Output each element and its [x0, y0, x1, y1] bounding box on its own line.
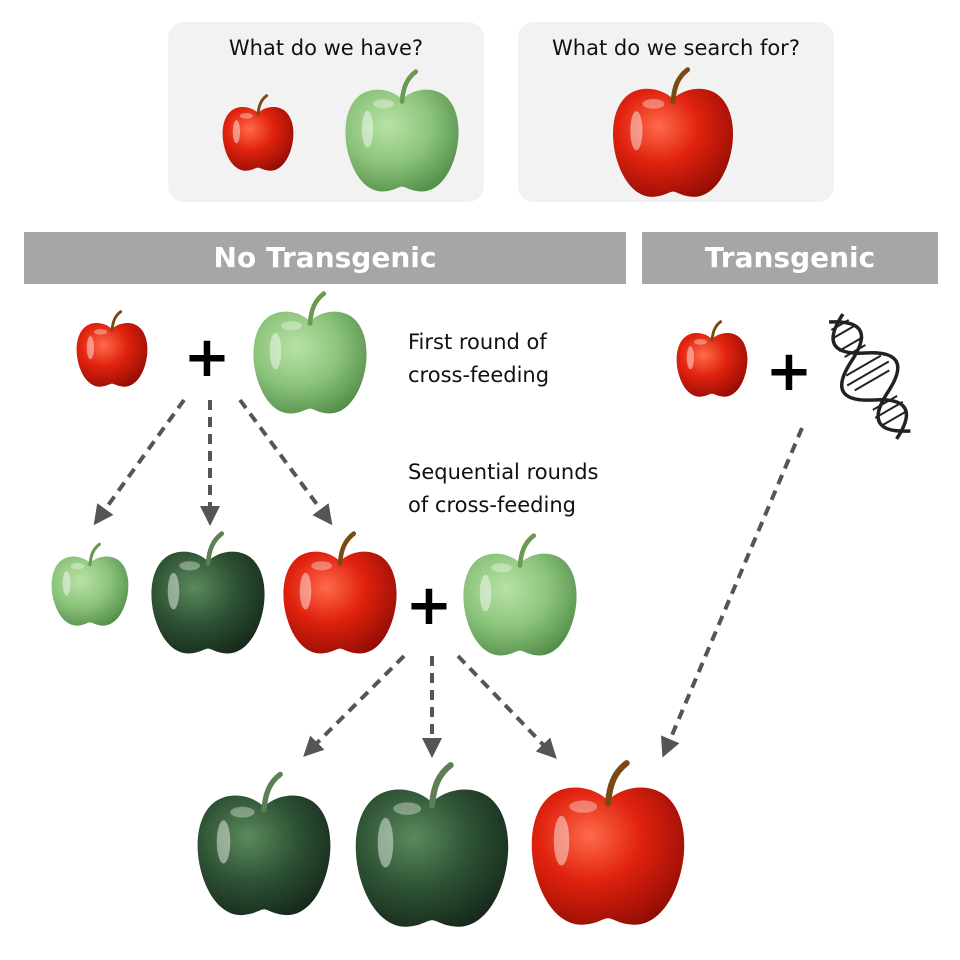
transgenic-red-apple	[676, 320, 748, 397]
first-round-note: First round of cross-feeding	[408, 326, 549, 392]
have-title: What do we have?	[228, 36, 424, 60]
search-red-apple	[612, 67, 734, 197]
first-round-line1: First round of	[408, 330, 547, 354]
search-title: What do we search for?	[552, 36, 800, 60]
result-red-apple	[531, 760, 685, 925]
sequential-line2: of cross-feeding	[408, 493, 576, 517]
first-round-line2: cross-feeding	[408, 363, 550, 387]
arrow-seq-to-dark-1	[303, 654, 406, 757]
arrow-first-to-light	[93, 398, 186, 526]
dna-icon	[828, 313, 911, 440]
offspring-red-apple	[283, 531, 397, 654]
first-round-red-apple	[76, 310, 148, 387]
transgenic-banner: Transgenic	[642, 232, 938, 284]
have-red-apple	[222, 94, 294, 171]
result-dark-green-apple-2	[355, 762, 509, 927]
plus-sign-first-round: +	[183, 325, 231, 390]
arrow-seq-to-red	[456, 654, 557, 759]
plus-sign-transgenic: +	[765, 339, 813, 404]
offspring-dark-green-apple	[151, 531, 265, 654]
arrow-transgenic-to-red	[661, 427, 804, 758]
sequential-line1: Sequential rounds	[408, 460, 599, 484]
no-transgenic-banner: No Transgenic	[24, 232, 626, 284]
have-green-apple	[345, 69, 459, 192]
offspring-light-green-apple	[51, 542, 129, 626]
sequential-note: Sequential rounds of cross-feeding	[408, 456, 598, 522]
parent-green-apple	[463, 533, 577, 656]
first-round-green-apple	[253, 291, 367, 414]
result-dark-green-apple-1	[197, 771, 331, 916]
arrow-first-to-red	[238, 398, 333, 526]
plus-sign-sequential: +	[405, 573, 453, 638]
